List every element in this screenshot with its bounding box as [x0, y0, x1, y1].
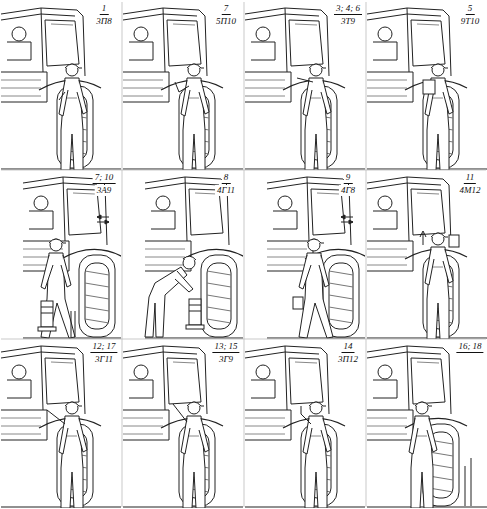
operation-code: 9Т10 — [459, 16, 482, 27]
callout-number: 14 — [342, 341, 355, 353]
callout-number: 3; 4; 6 — [334, 3, 362, 15]
operation-code: 3Г9 — [217, 354, 235, 365]
operation-code: 5П10 — [214, 16, 238, 27]
operation-code: 4Г8 — [339, 185, 357, 196]
operation-code: 3Г11 — [93, 354, 115, 365]
callout-number: 1 — [100, 3, 109, 15]
callout-number: 11 — [464, 172, 476, 184]
callout-number: 16; 18 — [456, 341, 483, 353]
callout-number: 8 — [222, 172, 231, 184]
operation-code: 4Г11 — [215, 185, 237, 196]
callout-number: 7; 10 — [93, 172, 116, 184]
callout-number: 9 — [344, 172, 353, 184]
operation-code: 3П8 — [94, 16, 114, 27]
operation-code: 3П12 — [336, 354, 360, 365]
callout-number: 7 — [222, 3, 231, 15]
operation-code: 3Т9 — [339, 16, 357, 27]
operation-code: 3А9 — [95, 185, 114, 196]
callout-number: 12; 17 — [90, 341, 117, 353]
callout-number: 13; 15 — [212, 341, 239, 353]
callout-number: 5 — [466, 3, 475, 15]
operation-code: 4М12 — [458, 185, 483, 196]
